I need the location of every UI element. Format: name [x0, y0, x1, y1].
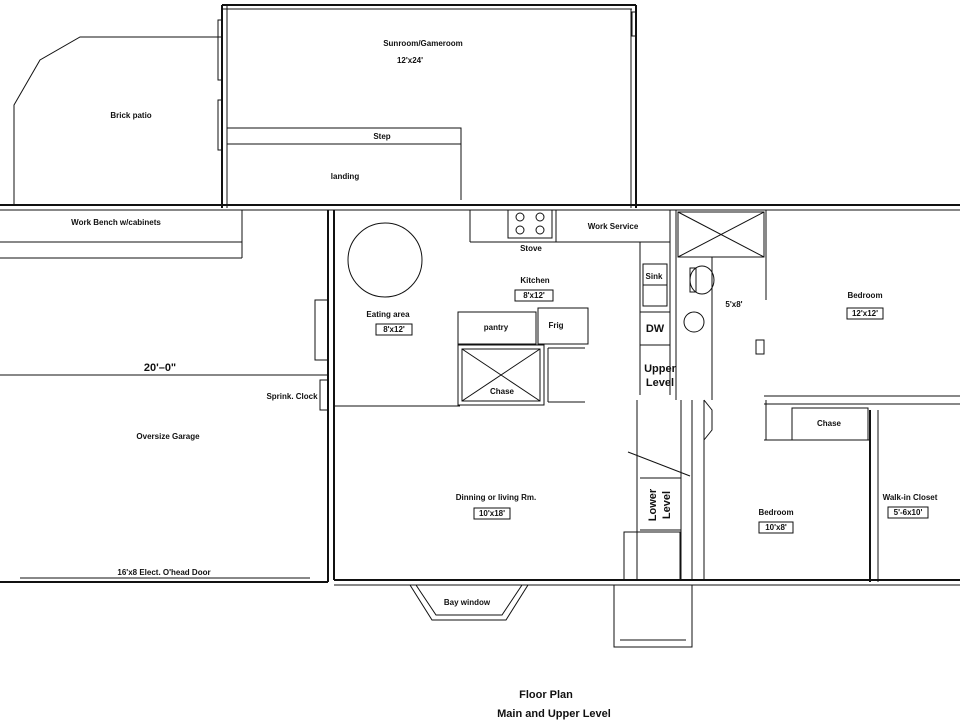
frig [537, 307, 589, 345]
dw-label: DW [646, 323, 665, 335]
bay-window-label: Bay window [444, 598, 491, 607]
sunroom-label: Sunroom/Gameroom [383, 39, 463, 48]
work-bench-label: Work Bench w/cabinets [71, 218, 161, 227]
kitchen-size: 8'x12' [523, 291, 545, 300]
garage-door-label: 16'x8 Elect. O'head Door [117, 568, 210, 577]
main-horizontal-wall [0, 204, 960, 211]
frig-label: Frig [548, 321, 563, 330]
pantry-label: pantry [484, 323, 509, 332]
walkin-closet-size: 5'-6x10' [894, 508, 923, 517]
eating-table [347, 222, 423, 298]
bedroom-small-walls [764, 400, 879, 582]
entry-box [613, 584, 693, 648]
bedroom-small-size: 10'x8' [765, 523, 787, 532]
kitchen-walls [333, 210, 671, 580]
eating-area-label: Eating area [366, 310, 410, 319]
chase-kitchen [457, 344, 545, 406]
bedroom-main-size: 12'x12' [852, 309, 878, 318]
step [226, 127, 462, 145]
brick-patio-outline [13, 36, 222, 205]
step-label: Step [373, 132, 390, 141]
chase-kitchen-label: Chase [490, 387, 515, 396]
upper-level-line2: Level [646, 377, 674, 389]
stove [507, 209, 553, 239]
landing-label: landing [331, 172, 360, 181]
sprink-clock-label: Sprink. Clock [266, 392, 318, 401]
garage [0, 210, 329, 583]
stove-label: Stove [520, 244, 542, 253]
pantry [457, 311, 537, 345]
work-bench [0, 210, 243, 259]
plan-subtitle: Main and Upper Level [497, 708, 611, 720]
lower-level-line1: Lower [647, 488, 659, 521]
sunroom-walls [217, 4, 637, 208]
dining-size: 10'x18' [479, 509, 505, 518]
bedroom-small-label: Bedroom [758, 508, 793, 517]
kitchen-opening [547, 347, 585, 403]
walkin-closet-label: Walk-in Closet [883, 493, 938, 502]
chase-bedroom [791, 407, 869, 441]
bay-window [409, 584, 529, 621]
garage-label: Oversize Garage [136, 432, 200, 441]
plan-title: Floor Plan [519, 689, 573, 701]
kitchen-label: Kitchen [520, 276, 549, 285]
garage-dimension: 20'–0" [144, 362, 176, 374]
bath-size: 5'x8' [725, 300, 742, 309]
bottom-wall [334, 579, 960, 586]
bedroom-main-walls [755, 339, 960, 405]
lower-level-line2: Level [661, 491, 673, 519]
bath [675, 210, 767, 400]
dining-label: Dinning or living Rm. [456, 493, 536, 502]
upper-level-line1: Upper [644, 363, 677, 375]
chase-bedroom-label: Chase [817, 419, 842, 428]
eating-area-size: 8'x12' [383, 325, 405, 334]
bedroom-main-label: Bedroom [847, 291, 882, 300]
sink-label: Sink [646, 272, 663, 281]
sunroom-size: 12'x24' [397, 56, 423, 65]
stairs [623, 399, 713, 581]
brick-patio-label: Brick patio [110, 111, 151, 120]
work-service-label: Work Service [588, 222, 639, 231]
